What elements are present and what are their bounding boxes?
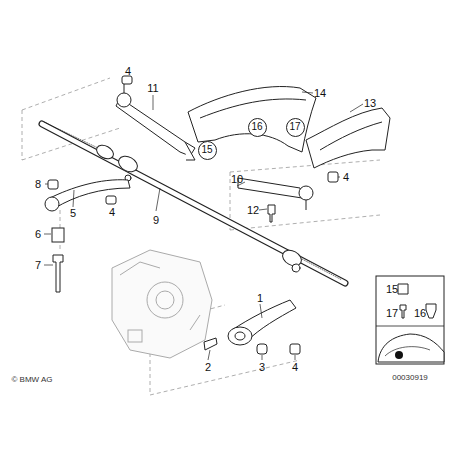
nut-8 (48, 180, 58, 189)
tie-rod-end-left (116, 76, 195, 160)
callout-number: 4 (342, 171, 350, 184)
callout-number: 17 (385, 307, 399, 320)
pitman-arm (204, 300, 300, 354)
circled-callout: 15 (198, 141, 217, 160)
nut-3 (257, 344, 267, 354)
callout-number: 6 (34, 228, 42, 241)
callout-number: 7 (34, 259, 42, 272)
callout-number: 4 (108, 206, 116, 219)
heat-shield-13 (306, 108, 390, 168)
idler-arm (45, 180, 130, 292)
callout-number: 5 (69, 207, 77, 220)
callout-number: 9 (152, 214, 160, 227)
callout-number: 14 (313, 87, 327, 100)
nut-4 (290, 344, 300, 354)
callout-number: 16 (413, 307, 427, 320)
callout-number: 4 (124, 65, 132, 78)
callout-number: 4 (291, 361, 299, 374)
callout-number: 12 (246, 204, 260, 217)
callout-number: 2 (204, 361, 212, 374)
bolt-7 (53, 255, 63, 292)
circled-callout: 17 (286, 118, 305, 137)
callout-number: 15 (385, 283, 399, 296)
drawing-code: 00030919 (391, 373, 429, 383)
callout-number: 15 (201, 145, 212, 155)
copyright-note: © BMW AG (10, 375, 53, 385)
callout-number: 17 (289, 122, 300, 132)
nut-4 (106, 196, 116, 204)
assembly-lines (22, 78, 380, 395)
callout-number: 11 (146, 82, 159, 95)
circled-callout: 16 (248, 118, 267, 137)
bolt-2 (204, 338, 217, 350)
steering-gearbox (112, 250, 212, 358)
callout-number: 8 (34, 178, 42, 191)
bushing-6 (52, 228, 64, 242)
callout-number: 1 (256, 292, 264, 305)
callout-number: 3 (258, 361, 266, 374)
callout-number: 10 (230, 173, 244, 186)
callout-number: 13 (363, 97, 377, 110)
bolt-12 (268, 205, 275, 222)
leader-lines (44, 77, 363, 360)
callout-number: 16 (251, 122, 262, 132)
location-inset (376, 276, 444, 364)
